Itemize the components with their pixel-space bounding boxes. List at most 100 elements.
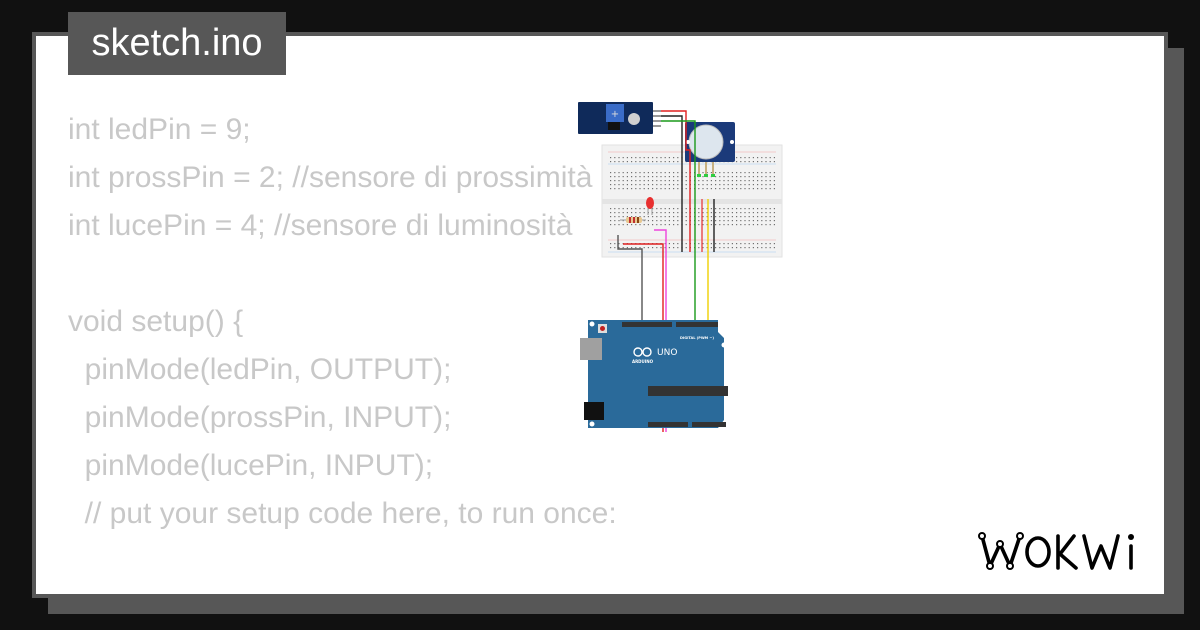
breadboard-hole <box>757 247 759 249</box>
breadboard-hole <box>706 247 708 249</box>
breadboard-hole <box>719 180 721 182</box>
breadboard-hole <box>757 212 759 214</box>
breadboard-hole <box>660 172 662 174</box>
breadboard-hole <box>622 212 624 214</box>
breadboard-hole <box>614 172 616 174</box>
breadboard-hole <box>635 216 637 218</box>
breadboard-hole <box>647 247 649 249</box>
board-brand: ARDUINO <box>632 359 654 364</box>
breadboard-hole <box>706 180 708 182</box>
breadboard-hole <box>736 188 738 190</box>
breadboard-hole <box>736 216 738 218</box>
breadboard-hole <box>677 212 679 214</box>
breadboard-hole <box>685 208 687 210</box>
breadboard-hole <box>769 176 771 178</box>
breadboard-hole <box>677 243 679 245</box>
breadboard-hole <box>677 224 679 226</box>
breadboard-hole <box>773 243 775 245</box>
breadboard-hole <box>769 161 771 163</box>
breadboard-hole <box>698 220 700 222</box>
breadboard-hole <box>673 208 675 210</box>
svg-text:+: + <box>611 109 619 120</box>
code-line <box>68 538 617 586</box>
breadboard-hole <box>723 243 725 245</box>
breadboard-hole <box>614 184 616 186</box>
breadboard-hole <box>719 247 721 249</box>
breadboard-hole <box>656 157 658 159</box>
breadboard-hole <box>744 216 746 218</box>
breadboard-hole <box>647 184 649 186</box>
breadboard-hole <box>631 247 633 249</box>
breadboard-hole <box>773 184 775 186</box>
breadboard-hole <box>652 184 654 186</box>
breadboard-hole <box>685 224 687 226</box>
breadboard-hole <box>618 161 620 163</box>
breadboard-hole <box>622 184 624 186</box>
breadboard-hole <box>719 208 721 210</box>
breadboard-hole <box>631 176 633 178</box>
breadboard-hole <box>622 161 624 163</box>
breadboard-hole <box>643 172 645 174</box>
breadboard-hole <box>652 216 654 218</box>
breadboard-hole <box>635 176 637 178</box>
breadboard-hole <box>652 176 654 178</box>
breadboard-hole <box>752 212 754 214</box>
breadboard-hole <box>664 220 666 222</box>
breadboard-hole <box>715 212 717 214</box>
breadboard-hole <box>769 247 771 249</box>
breadboard-hole <box>723 216 725 218</box>
breadboard-hole <box>631 208 633 210</box>
breadboard-hole <box>656 176 658 178</box>
breadboard-hole <box>673 216 675 218</box>
breadboard-hole <box>727 243 729 245</box>
breadboard-hole <box>715 180 717 182</box>
breadboard-hole <box>618 184 620 186</box>
breadboard-hole <box>626 176 628 178</box>
breadboard-hole <box>727 208 729 210</box>
breadboard-hole <box>757 176 759 178</box>
breadboard-hole <box>773 247 775 249</box>
breadboard-hole <box>744 220 746 222</box>
breadboard-hole <box>626 157 628 159</box>
breadboard-hole <box>702 176 704 178</box>
breadboard-hole <box>752 188 754 190</box>
breadboard-hole <box>702 184 704 186</box>
breadboard-hole <box>685 188 687 190</box>
breadboard-hole <box>769 184 771 186</box>
breadboard-hole <box>626 208 628 210</box>
breadboard-hole <box>761 161 763 163</box>
breadboard-hole <box>664 208 666 210</box>
breadboard-hole <box>740 243 742 245</box>
breadboard-hole <box>647 172 649 174</box>
breadboard-hole <box>740 184 742 186</box>
breadboard-hole <box>769 172 771 174</box>
breadboard-hole <box>719 176 721 178</box>
breadboard-hole <box>660 157 662 159</box>
breadboard-hole <box>744 247 746 249</box>
breadboard-hole <box>622 172 624 174</box>
breadboard-hole <box>664 176 666 178</box>
arduino-uno: UNO ARDUINO DIGITAL (PWM ~) <box>580 320 728 428</box>
breadboard-hole <box>702 216 704 218</box>
breadboard-hole <box>757 216 759 218</box>
breadboard-hole <box>639 176 641 178</box>
breadboard-hole <box>626 216 628 218</box>
breadboard-hole <box>656 216 658 218</box>
breadboard-hole <box>647 224 649 226</box>
breadboard-hole <box>614 220 616 222</box>
breadboard-hole <box>765 247 767 249</box>
breadboard-hole <box>723 172 725 174</box>
code-line <box>68 250 617 298</box>
breadboard-hole <box>626 212 628 214</box>
breadboard-hole <box>685 176 687 178</box>
circuit-diagram: + <box>578 102 783 432</box>
breadboard-hole <box>610 184 612 186</box>
breadboard-hole <box>761 180 763 182</box>
breadboard-hole <box>748 184 750 186</box>
breadboard-hole <box>614 208 616 210</box>
breadboard-hole <box>673 161 675 163</box>
breadboard-hole <box>673 184 675 186</box>
breadboard-hole <box>769 157 771 159</box>
breadboard-hole <box>614 224 616 226</box>
breadboard-hole <box>610 188 612 190</box>
